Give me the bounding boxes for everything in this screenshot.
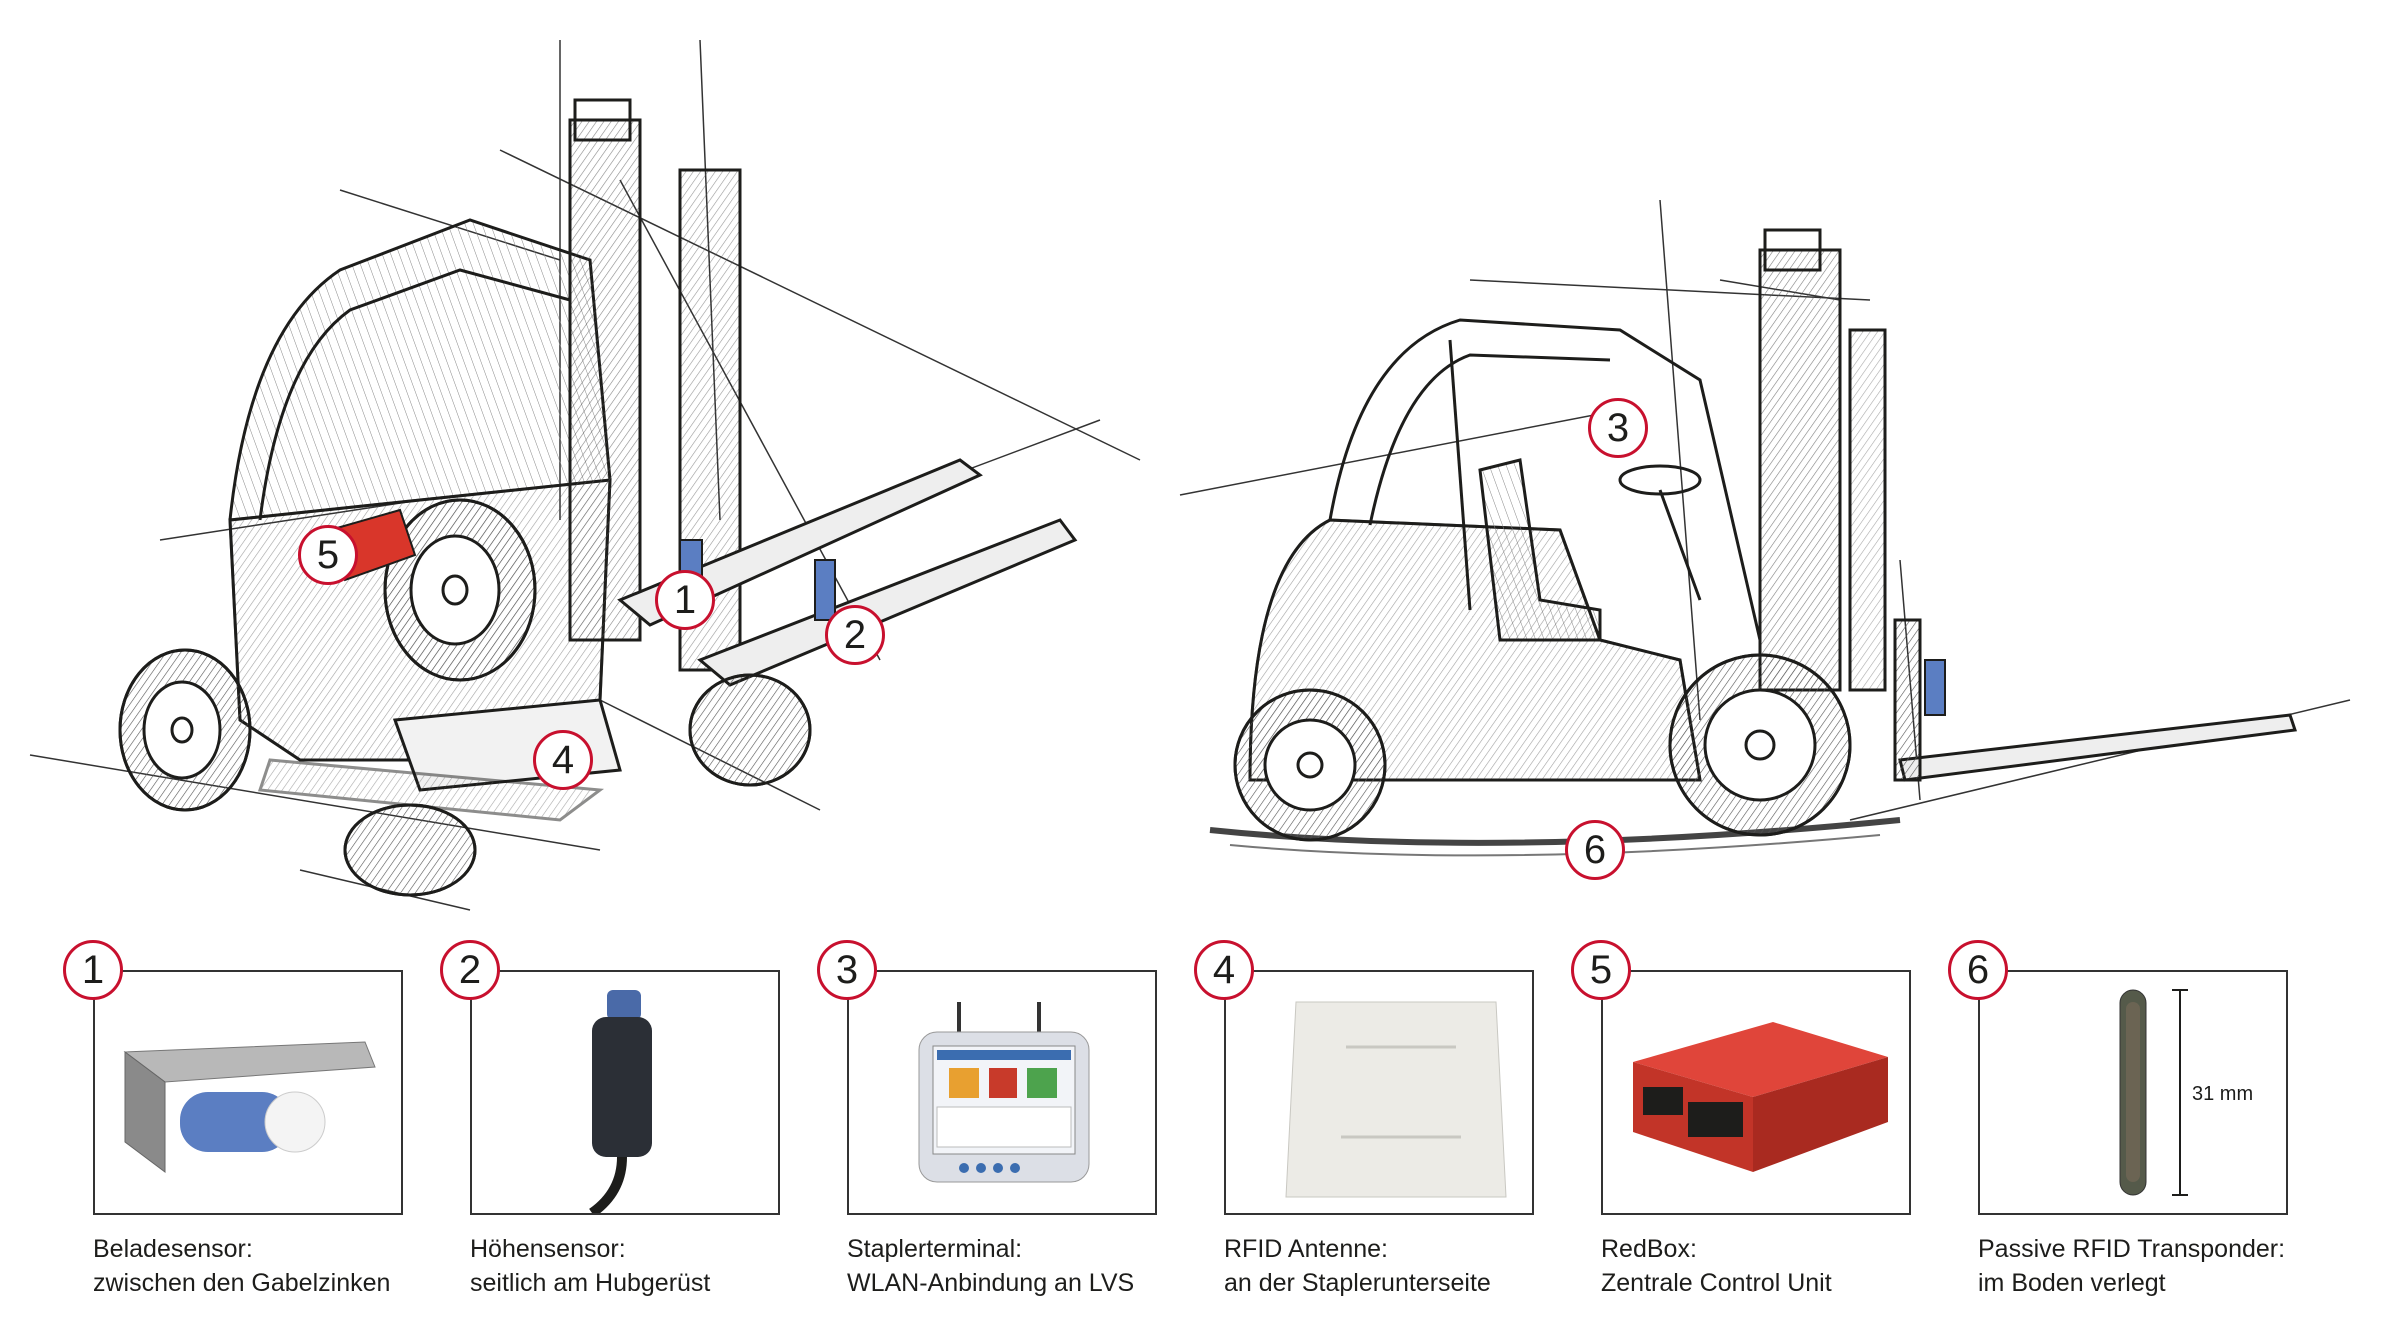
component-caption-1: Beladesensor: zwischen den Gabelzinken xyxy=(93,1235,391,1297)
load-sensor-image xyxy=(123,1041,376,1173)
component-card-2 xyxy=(470,970,780,1218)
marker-4: 4 xyxy=(533,730,593,790)
forklift-side-sketch xyxy=(1179,199,2351,857)
component-caption-2: Höhensensor: seitlich am Hubgerüst xyxy=(470,1235,711,1297)
rfid-antenna-image xyxy=(1285,1001,1507,1198)
rfid-transponder-image xyxy=(2119,989,2188,1196)
component-caption-3: Staplerterminal: WLAN-Anbindung an LVS xyxy=(847,1235,1135,1297)
component-badge-3: 3 xyxy=(817,940,877,1000)
component-badge-1: 1 xyxy=(63,940,123,1000)
forklift-terminal-image xyxy=(918,1002,1090,1183)
component-caption-4: RFID Antenne: an der Staplerunterseite xyxy=(1224,1235,1491,1297)
transponder-length-label: 31 mm xyxy=(2192,1083,2254,1105)
component-badge-4: 4 xyxy=(1194,940,1254,1000)
marker-6: 6 xyxy=(1565,820,1625,880)
component-card-5 xyxy=(1601,970,1911,1215)
component-caption-5: RedBox: Zentrale Control Unit xyxy=(1601,1235,1832,1297)
marker-1: 1 xyxy=(655,570,715,630)
component-card-6 xyxy=(1978,970,2288,1215)
component-caption-6: Passive RFID Transponder: im Boden verle… xyxy=(1978,1235,2286,1297)
component-card-3 xyxy=(847,970,1157,1215)
marker-2: 2 xyxy=(825,605,885,665)
component-badge-2: 2 xyxy=(440,940,500,1000)
forklift-illustrations xyxy=(29,39,2351,911)
forklift-underside-sketch xyxy=(29,39,1141,911)
marker-5: 5 xyxy=(298,525,358,585)
component-card-4 xyxy=(1224,970,1534,1215)
component-badge-6: 6 xyxy=(1948,940,2008,1000)
component-card-1 xyxy=(93,970,403,1215)
height-sensor-image xyxy=(589,990,652,1218)
component-badge-5: 5 xyxy=(1571,940,1631,1000)
marker-3: 3 xyxy=(1588,398,1648,458)
redbox-image xyxy=(1633,1022,1888,1172)
